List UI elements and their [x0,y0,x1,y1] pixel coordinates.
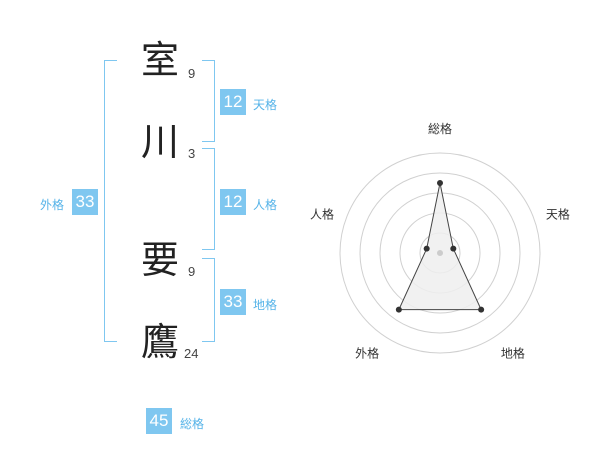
jinkaku-bracket [202,148,215,250]
radar-point-4 [423,245,430,252]
tenkaku-label: 天格 [253,98,278,112]
radar-axis-label-1: 天格 [546,207,570,222]
stroke-count-2: 3 [188,146,196,161]
radar-ring-5 [339,152,541,354]
radar-axis-label-3: 外格 [355,345,379,360]
radar-point-3 [395,306,402,313]
chikaku-bracket [202,258,215,342]
jinkaku-value-badge: 12 [220,189,246,215]
gaikaku-label: 外格 [40,198,65,212]
stroke-count-4: 24 [184,346,199,361]
radar-points [395,180,485,313]
stroke-count-1: 9 [188,66,196,81]
radar-ring-4 [359,172,521,334]
name-char-3: 要 [140,238,179,282]
radar-point-2 [478,306,485,313]
name-char-4: 鷹 [140,320,179,364]
name-char-2: 川 [140,120,179,164]
radar-axis-label-2: 地格 [501,345,525,360]
chikaku-value-badge: 33 [220,289,246,315]
tenkaku-bracket [202,60,215,142]
soukaku-label: 総格 [180,417,205,431]
soukaku-value-badge: 45 [146,408,172,434]
gaikaku-value-badge: 33 [72,189,98,215]
name-char-1: 室 [140,38,179,82]
radar-axis-label-0: 総格 [428,121,452,136]
radar-center-dot [437,250,443,256]
tenkaku-value-badge: 12 [220,89,246,115]
radar-point-0 [437,180,443,186]
gaikaku-bracket [104,60,117,342]
radar-polygon [398,182,482,311]
jinkaku-label: 人格 [253,198,278,212]
radar-point-1 [450,245,457,252]
chikaku-label: 地格 [253,298,278,312]
radar-axis-label-4: 人格 [310,207,334,222]
stroke-count-3: 9 [188,264,196,279]
